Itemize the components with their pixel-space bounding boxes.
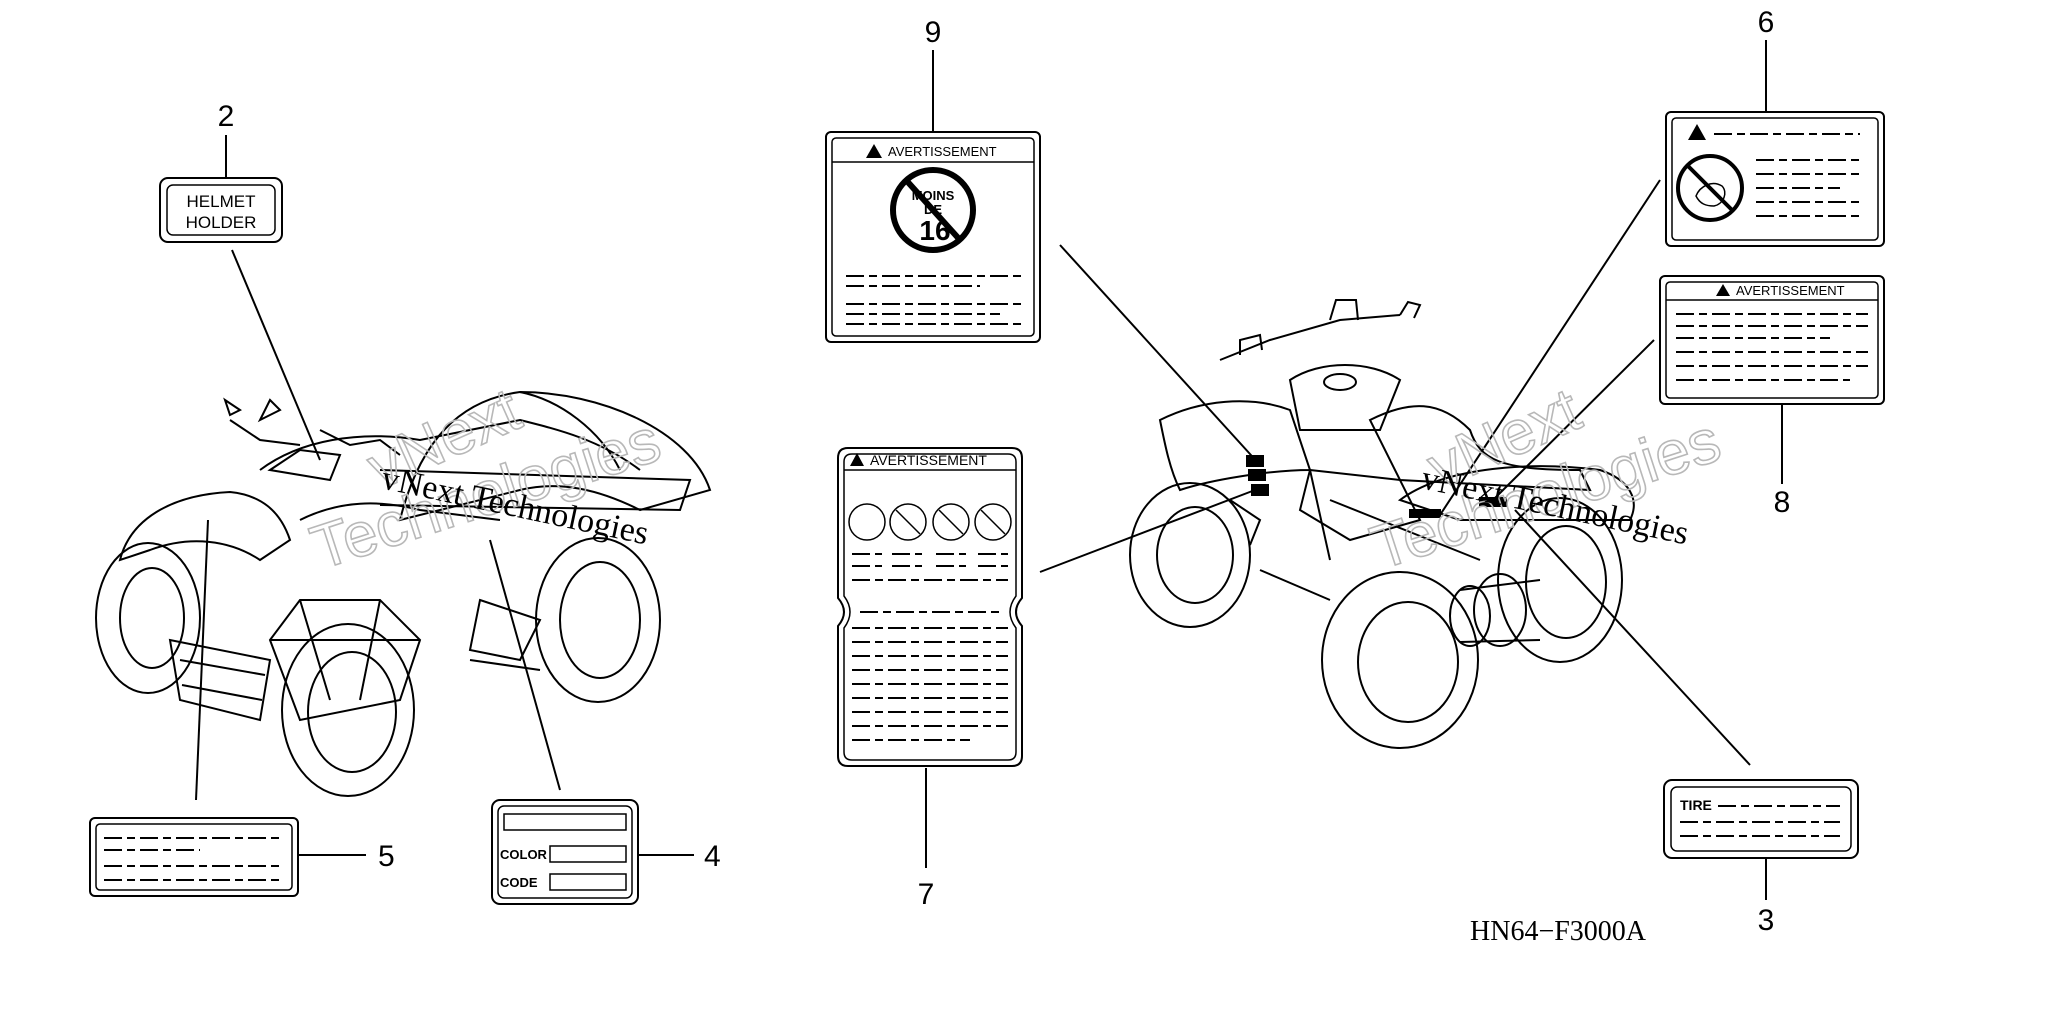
callout-7: 7 <box>918 878 935 911</box>
watermark-left: vNext Technologies vNext Technologies <box>302 374 669 584</box>
callout-2: 2 <box>218 100 235 133</box>
diagram-code: HN64−F3000A <box>1470 916 1647 947</box>
leader-6-to-atv <box>1439 179 1661 516</box>
label-7-warning: AVERTISSEMENT <box>837 447 1023 767</box>
callout-5: 5 <box>378 840 395 873</box>
leader-8-to-atv <box>1494 339 1655 499</box>
warning-9-title: AVERTISSEMENT <box>888 144 997 159</box>
helmet-label-line1: HELMET <box>187 192 256 211</box>
leader-5-to-atv <box>195 519 209 801</box>
label-5 <box>89 817 299 897</box>
label-3-tire: TIRE <box>1663 779 1859 859</box>
label-8-warning: AVERTISSEMENT <box>1659 275 1885 405</box>
warning-7-title: AVERTISSEMENT <box>870 452 987 468</box>
helmet-label-line2: HOLDER <box>186 213 257 232</box>
color-label: COLOR <box>500 847 548 862</box>
label-2-helmet-holder: HELMET HOLDER <box>159 177 283 243</box>
age-line1: MOINS <box>912 188 955 203</box>
code-label: CODE <box>500 875 538 890</box>
callout-4: 4 <box>704 840 721 873</box>
tire-label: TIRE <box>1680 797 1712 813</box>
age-line3: 16 <box>919 215 950 246</box>
age-line2: DE <box>924 202 942 217</box>
leader-4-to-atv <box>489 539 561 791</box>
leader-3-to-atv <box>1514 509 1751 766</box>
callout-3: 3 <box>1758 904 1775 937</box>
atv-right-drawing <box>1129 299 1635 749</box>
warning-8-title: AVERTISSEMENT <box>1736 283 1845 298</box>
label-4-color-code: COLOR CODE <box>491 799 639 905</box>
leader-2-to-atv <box>231 249 321 461</box>
callout-6: 6 <box>1758 6 1775 39</box>
callout-8: 8 <box>1774 486 1791 519</box>
leader-7-to-atv <box>1039 489 1256 573</box>
callout-9: 9 <box>925 16 942 49</box>
atv-left-drawing <box>95 390 712 797</box>
leader-9-to-atv <box>1059 244 1261 466</box>
label-6-warning <box>1665 111 1885 247</box>
label-9-age-warning: AVERTISSEMENT MOINS DE 16 <box>825 131 1041 343</box>
